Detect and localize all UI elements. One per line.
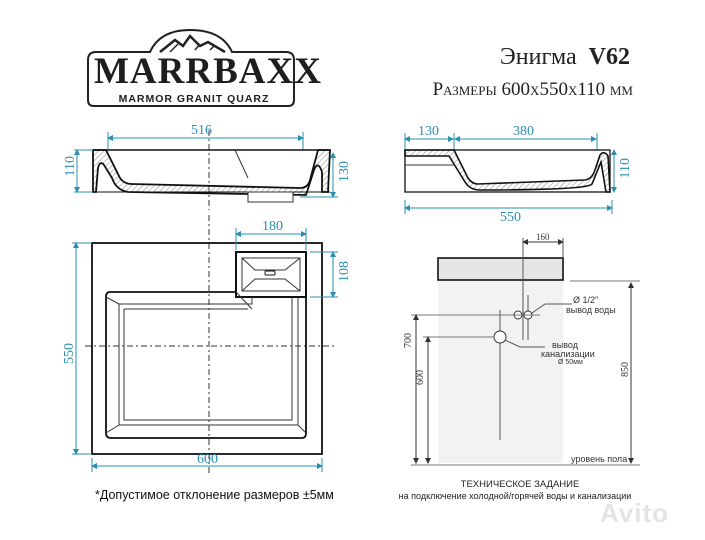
brand-tagline: MARMOR GRANIT QUARZ (118, 93, 270, 105)
water-outlet-diameter: Ø 1/2" (573, 295, 599, 305)
top-view-drawing (72, 215, 338, 475)
water-outlet-label: вывод воды (566, 305, 616, 315)
front-section-drawing (74, 130, 338, 210)
dim-side-380: 380 (513, 124, 534, 139)
side-section-drawing (404, 133, 617, 214)
brand-logo: MARRBAXX MARMOR GRANIT QUARZ (80, 22, 322, 110)
dim-height-700: 700 (403, 333, 414, 348)
spec-subtitle: на подключение холодной/горячей воды и к… (398, 491, 632, 501)
dim-height-850: 850 (620, 362, 631, 377)
logo-frame (87, 28, 295, 107)
dim-side-130: 130 (418, 124, 439, 139)
dim-front-130: 130 (337, 161, 352, 182)
tolerance-note: *Допустимое отклонение размеров ±5мм (95, 488, 334, 502)
dim-side-550: 550 (500, 210, 521, 225)
drain-label-1: вывод (552, 340, 578, 350)
installation-drawing (411, 238, 640, 466)
model-title: Энигма V62 (440, 44, 630, 71)
avito-watermark: Avito (600, 498, 670, 528)
dim-side-110: 110 (618, 158, 633, 179)
dim-top-550: 550 (62, 343, 77, 364)
dim-front-516: 516 (191, 123, 212, 138)
drain-diameter: Ø 50мм (558, 359, 583, 366)
dimensions-title: Размеры 600x550x110 мм (432, 79, 633, 100)
floor-level-label: уровень пола (571, 454, 628, 464)
dim-tray-180: 180 (262, 219, 283, 234)
dim-front-110: 110 (63, 156, 78, 177)
dim-offset-160: 160 (536, 232, 550, 242)
brand-name: MARRBAXX (94, 51, 322, 92)
dim-top-600: 600 (197, 452, 218, 467)
dim-tray-108: 108 (337, 261, 352, 282)
spec-title: ТЕХНИЧЕСКОЕ ЗАДАНИЕ (460, 479, 580, 490)
model-name: Энигма (499, 44, 577, 70)
drain-label-2: канализации (541, 349, 595, 359)
dim-height-600: 600 (415, 370, 426, 385)
model-code: V62 (588, 44, 630, 70)
